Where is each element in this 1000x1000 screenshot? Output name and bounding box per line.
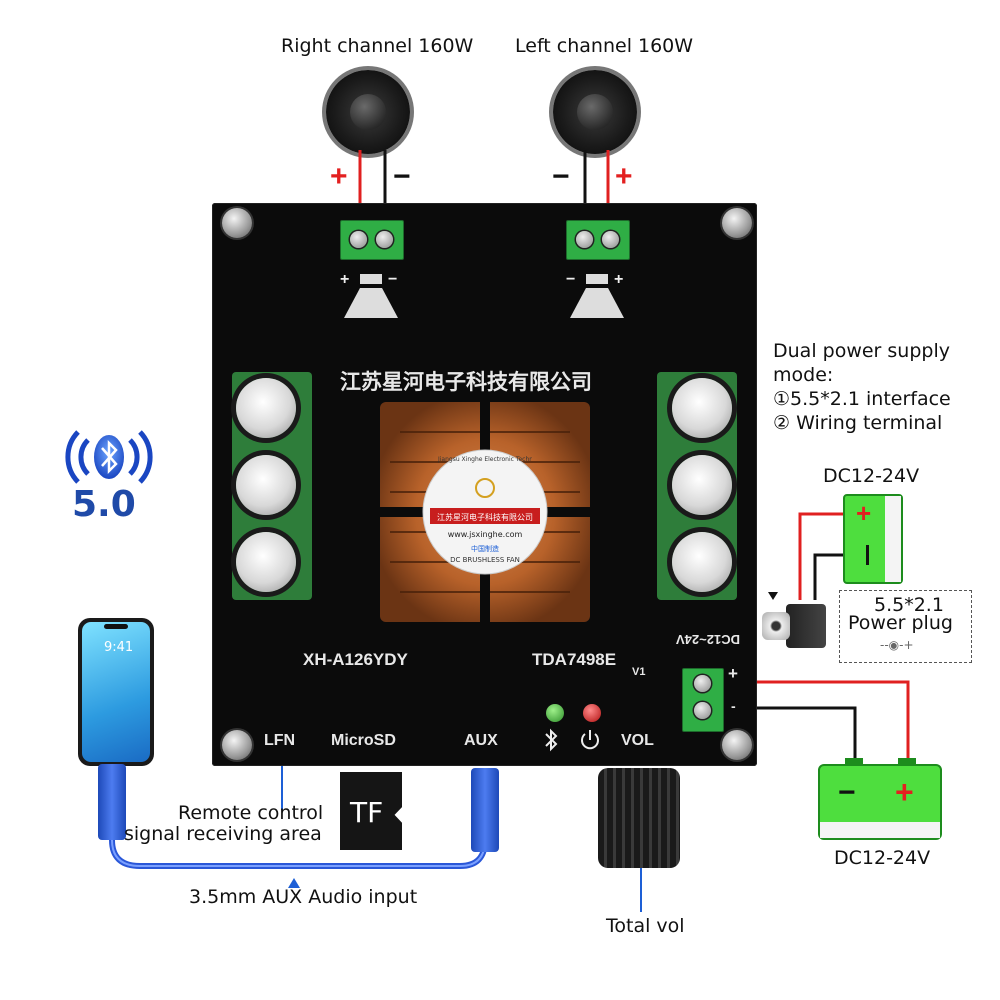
bluetooth-silk-icon — [545, 728, 558, 752]
battery-terminal-neg — [845, 758, 863, 766]
power-plug-box — [839, 590, 972, 663]
dual-power-line1: Dual power supply — [773, 340, 950, 362]
right-speaker-icon — [326, 70, 410, 154]
svg-text:+: + — [340, 271, 349, 288]
barrel-plug-tip — [762, 612, 790, 640]
port-aux: AUX — [464, 732, 498, 749]
chip-model: TDA7498E — [532, 650, 617, 669]
right-channel-label: Right channel 160W — [281, 35, 474, 57]
left-speaker-icon — [553, 70, 637, 154]
aux-plug-icon — [471, 768, 499, 852]
dc-label-bottom: DC12-24V — [834, 847, 931, 869]
capacitor-icon — [236, 378, 296, 438]
power-plug-line2: Power plug — [848, 612, 953, 634]
bluetooth-version: 5.0 — [72, 484, 136, 525]
right-speaker-terminal — [340, 220, 404, 260]
dc-label-top: DC12-24V — [823, 465, 920, 487]
remote-label-line2: signal receiving area — [124, 823, 322, 845]
power-terminal-minus: - — [731, 698, 736, 714]
battery-top-plus: + — [856, 498, 872, 528]
right-plus-sign: + — [330, 160, 348, 193]
power-terminal-rating: DC12~24V — [676, 632, 740, 647]
tf-card-label: TF — [350, 796, 384, 829]
svg-text:−: − — [566, 271, 575, 288]
remote-label-line1: Remote control — [178, 802, 324, 824]
battery-bottom-icon — [818, 764, 942, 840]
fan-origin-text: 中国制造 — [471, 545, 499, 553]
phone-connector-icon — [98, 764, 126, 840]
left-minus-sign: − — [552, 160, 570, 193]
battery-bottom-plus: + — [895, 774, 914, 810]
screw-icon — [222, 730, 252, 760]
total-vol-label: Total vol — [606, 915, 685, 937]
board-model: XH-A126YDY — [303, 650, 408, 669]
capacitor-icon — [236, 532, 296, 592]
tf-card-icon — [340, 772, 402, 850]
battery-bottom-minus: − — [838, 776, 856, 809]
left-channel-label: Left channel 160W — [515, 35, 694, 57]
power-plug-line1: 5.5*2.1 — [874, 594, 944, 616]
bluetooth-icon — [65, 430, 153, 484]
capacitor-icon — [672, 378, 732, 438]
svg-text:−: − — [388, 271, 397, 288]
screw-icon — [722, 730, 752, 760]
smartphone-icon — [78, 618, 154, 766]
dual-power-line4: ② Wiring terminal — [773, 412, 943, 434]
power-terminal-plus: + — [728, 664, 738, 683]
barrel-plug-icon — [786, 604, 826, 648]
screw-icon — [222, 208, 252, 238]
left-plus-sign: + — [615, 160, 633, 193]
right-minus-sign: − — [393, 160, 411, 193]
port-microsd: MicroSD — [331, 732, 396, 749]
left-speaker-terminal — [566, 220, 630, 260]
battery-top-minus — [866, 545, 869, 565]
svg-text:+: + — [614, 271, 623, 288]
capacitor-icon — [236, 455, 296, 515]
capacitor-icon — [672, 532, 732, 592]
power-plug-polarity: --◉-+ — [880, 638, 914, 652]
screw-icon — [722, 208, 752, 238]
chip-revision: V1 — [632, 666, 646, 678]
power-input-terminal — [682, 668, 724, 732]
fan-url-text: www.jsxinghe.com — [447, 530, 523, 539]
capacitor-icon — [672, 455, 732, 515]
port-lfn: LFN — [264, 732, 296, 749]
port-vol: VOL — [621, 732, 654, 749]
fan-type-text: DC BRUSHLESS FAN — [450, 556, 520, 564]
power-silk-icon — [581, 730, 599, 750]
company-name: 江苏星河电子科技有限公司 — [340, 370, 592, 394]
battery-terminal-pos — [898, 758, 916, 766]
fan-company-text: 江苏星河电子科技有限公司 — [437, 513, 533, 522]
power-led — [583, 704, 601, 722]
speaker-silk-icon: + − — [340, 271, 398, 318]
cooling-fan-icon — [380, 402, 590, 622]
aux-input-label: 3.5mm AUX Audio input — [189, 886, 418, 908]
volume-knob[interactable] — [598, 768, 680, 868]
dual-power-line2: mode: — [773, 364, 834, 386]
speaker-silk-icon: − + — [566, 271, 624, 318]
battery-top-icon — [843, 494, 903, 584]
bluetooth-led — [546, 704, 564, 722]
fan-brand-text: Jiangsu Xinghe Electronic Technology Co.… — [438, 456, 532, 463]
phone-time: 9:41 — [104, 640, 134, 655]
dual-power-line3: ①5.5*2.1 interface — [773, 388, 951, 410]
